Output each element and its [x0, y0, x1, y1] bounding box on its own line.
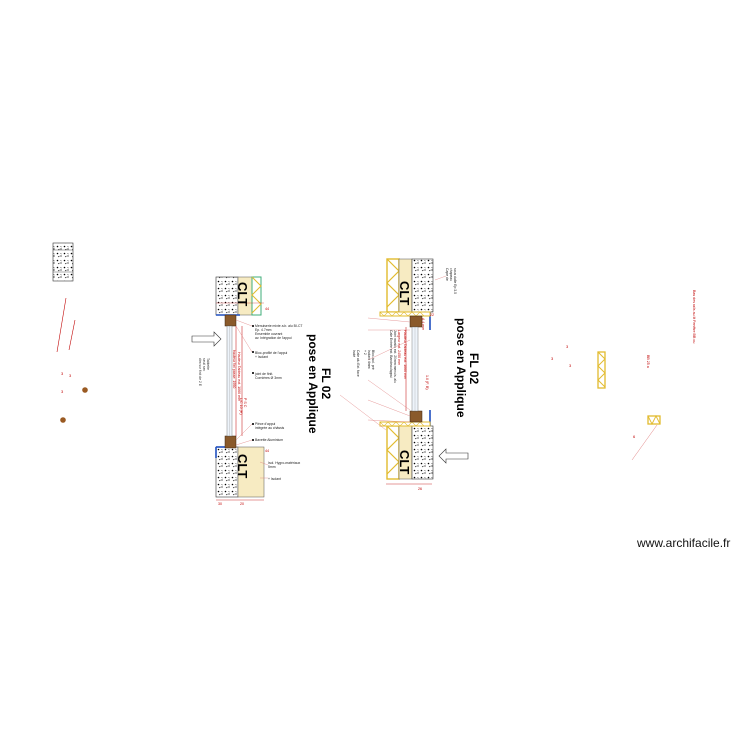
detail-b-title-line1: FL 02 — [467, 353, 481, 384]
detail-a-title-line2: pose en Applique — [306, 334, 320, 434]
svg-text:20: 20 — [240, 502, 244, 506]
detail-b-frame-bottom — [409, 410, 423, 423]
left-sample-block — [52, 242, 74, 282]
svg-text:sous dalle Ep 3.5: sous dalle Ep 3.5 — [453, 268, 457, 294]
detail-b-title-line2: pose en Applique — [454, 318, 468, 418]
svg-text:Isol. Hygro-matériaux: Isol. Hygro-matériaux — [268, 461, 301, 465]
svg-text:Bloc-profilé de l'appui: Bloc-profilé de l'appui — [255, 351, 288, 355]
svg-text:5mm: 5mm — [268, 465, 276, 469]
svg-text:Cape de: Cape de — [445, 268, 449, 281]
detail-b-clt-top-label: CLT — [397, 281, 412, 305]
detail-a-title-line1: FL 02 — [319, 368, 333, 399]
svg-text:Isolé: Isolé — [352, 350, 356, 357]
svg-text:22: 22 — [430, 313, 434, 317]
left-annotation-lines: 3 3 3 — [56, 297, 88, 423]
detail-b: Hauteur Tableau ext. 1060 mm Largeur ext… — [339, 258, 481, 491]
svg-text:Tablette: Tablette — [206, 358, 210, 370]
watermark: www.archifacile.fr — [637, 536, 731, 550]
svg-text:6: 6 — [633, 434, 636, 439]
svg-text:Menuiserie mixte a.b. alu BI-C: Menuiserie mixte a.b. alu BI-CT — [255, 324, 303, 328]
svg-text:Bloc-isol. pré: Bloc-isol. pré — [371, 350, 375, 370]
svg-text:3: 3 — [69, 373, 72, 378]
svg-text:dim sur finit de 2 E: dim sur finit de 2 E — [198, 358, 202, 387]
svg-text:+ 2: + 2 — [363, 350, 367, 355]
svg-text:44: 44 — [265, 449, 269, 453]
svg-text:Hauteur Tableau ext. 1060 mm: Hauteur Tableau ext. 1060 mm — [403, 330, 407, 379]
svg-text:3: 3 — [551, 356, 554, 361]
svg-text:1.0 (F, B): 1.0 (F, B) — [425, 375, 429, 390]
detail-b-bottom-stone — [411, 425, 434, 480]
detail-b-clt-bottom-label: CLT — [397, 450, 412, 474]
right-scattered-marks: 3 3 3 6 Bas des rails au lit Fenêtre BB … — [551, 290, 696, 461]
svg-text:Cale Entrée ext. Bandeau/appui: Cale Entrée ext. Bandeau/appui — [389, 330, 393, 378]
svg-text:Isolant 4mm: Isolant 4mm — [367, 350, 371, 369]
svg-text:Ensemble ouvrant: Ensemble ouvrant — [255, 332, 282, 336]
detail-a-bottom-clt — [237, 446, 265, 498]
svg-text:3: 3 — [61, 389, 64, 394]
svg-text:joint de finit.: joint de finit. — [254, 372, 273, 376]
svg-text:+ Isolant: + Isolant — [255, 355, 268, 359]
svg-text:3: 3 — [61, 371, 64, 376]
svg-text:L/C 10 (H): L/C 10 (H) — [239, 398, 243, 415]
svg-text:hauteur fini passe: 1950: hauteur fini passe: 1950 — [232, 350, 236, 388]
svg-text:Bas des rails au lit Fenêtre B: Bas des rails au lit Fenêtre BB ou — [692, 290, 696, 343]
svg-text:BB 25 a: BB 25 a — [646, 355, 650, 368]
svg-text:Bavette Aluminium: Bavette Aluminium — [255, 438, 283, 442]
detail-a-clt-top-label: CLT — [235, 282, 250, 306]
svg-text:Largeur ext. 2450 mm: Largeur ext. 2450 mm — [397, 330, 401, 365]
svg-text:Pièce d'appui: Pièce d'appui — [255, 422, 275, 426]
svg-text:av. Intégration de l'appui: av. Intégration de l'appui — [255, 336, 292, 340]
detail-b-top-stone — [411, 258, 434, 313]
detail-a-top-insulation — [251, 276, 262, 316]
detail-a-bottom-stone — [215, 446, 239, 498]
svg-text:26: 26 — [418, 487, 422, 491]
svg-text:intégrée au châssis: intégrée au châssis — [255, 426, 285, 430]
detail-a-top-stone — [215, 276, 239, 316]
svg-text:Hauteur Tableau ext. 1060 mm: Hauteur Tableau ext. 1060 mm — [237, 352, 241, 401]
detail-a-clt-bottom-label: CLT — [235, 454, 250, 478]
detail-a: Menuiserie mixte a.b. alu BI-CT Ep. 4.7m… — [191, 276, 333, 506]
svg-text:Joint mastic ext. 20mm menuis.: Joint mastic ext. 20mm menuis. alu — [393, 330, 397, 383]
svg-text:30: 30 — [218, 502, 222, 506]
svg-text:Ep. 4.7mm: Ep. 4.7mm — [255, 328, 272, 332]
svg-text:44: 44 — [265, 307, 269, 311]
detail-a-frame-top — [224, 314, 237, 327]
svg-text:Cale alu Ext. face: Cale alu Ext. face — [356, 350, 360, 377]
svg-text:3: 3 — [566, 344, 569, 349]
detail-b-interior-arrow — [438, 448, 469, 464]
svg-text:P S C: P S C — [243, 398, 247, 408]
detail-a-interior-arrow — [191, 331, 222, 347]
svg-text:3: 3 — [569, 363, 572, 368]
svg-text:chapeau: chapeau — [449, 268, 453, 281]
detail-b-frame-top — [409, 315, 423, 328]
svg-text:+ Isolant: + Isolant — [268, 477, 281, 481]
svg-text:Cornières Ø 3mm: Cornières Ø 3mm — [255, 376, 282, 380]
detail-a-frame-bottom — [224, 435, 237, 449]
svg-text:seuil sec: seuil sec — [202, 358, 206, 371]
svg-text:A 4 mm: A 4 mm — [421, 318, 425, 330]
